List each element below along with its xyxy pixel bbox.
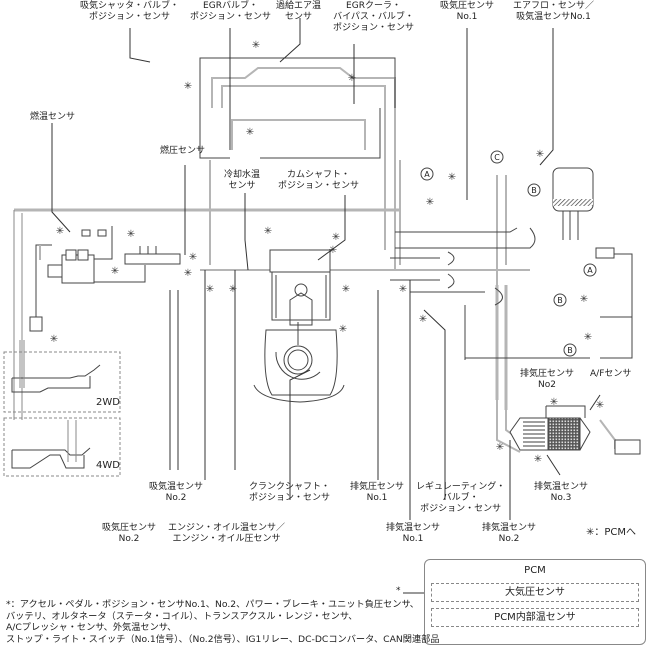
svg-text:✳: ✳ <box>536 149 544 160</box>
svg-text:✳: ✳ <box>127 229 135 240</box>
pcm-box: PCM 大気圧センサ PCM内部温センサ <box>424 559 646 645</box>
svg-text:✳: ✳ <box>329 245 337 256</box>
legend-pcm-asterisk: ✳：PCMへ <box>586 527 637 538</box>
marker-b-3: B <box>567 346 573 355</box>
connector-marker-letters: A C B A B B <box>424 153 593 355</box>
svg-text:✳: ✳ <box>50 334 58 345</box>
svg-text:✳: ✳ <box>419 314 427 325</box>
label-fuel-pressure-sensor: 燃圧センサ <box>160 146 206 156</box>
label-airflow-sensor-intake-temp-no1: エアフロ・センサ／ 吸気温センサNo.1 <box>513 1 595 22</box>
leader-lines <box>51 18 601 520</box>
catalyst-dpf <box>509 405 641 455</box>
svg-text:✳: ✳ <box>206 284 214 295</box>
svg-text:✳: ✳ <box>189 252 197 263</box>
marker-a-1: A <box>424 170 430 179</box>
svg-text:✳: ✳ <box>339 324 347 335</box>
label-af-sensor: A/Fセンサ <box>590 369 632 379</box>
footnote-line: *：アクセル・ペダル・ポジション・センサNo.1、No.2、パワー・ブレーキ・ユ… <box>6 599 419 610</box>
svg-text:✳: ✳ <box>184 268 192 279</box>
label-exhaust-temp-sensor-no3: 排気温センサ No.3 <box>534 482 589 503</box>
svg-text:✳: ✳ <box>580 294 588 305</box>
pcm-title: PCM <box>524 565 546 576</box>
svg-text:✳: ✳ <box>584 332 592 343</box>
svg-text:✳: ✳ <box>332 232 340 243</box>
svg-text:✳: ✳ <box>246 127 254 138</box>
pcm-internal-temp-sensor: PCM内部温センサ <box>431 608 639 627</box>
pcm-barometric-pressure-sensor: 大気圧センサ <box>431 583 639 602</box>
svg-text:✳: ✳ <box>534 454 542 465</box>
fuel-tank-2wd <box>3 340 121 413</box>
label-exhaust-pressure-sensor-no1: 排気圧センサ No.1 <box>350 482 405 503</box>
engine-block <box>253 249 345 403</box>
label-coolant-temp-sensor: 冷却水温 センサ <box>224 170 261 191</box>
footnote: *：アクセル・ペダル・ポジション・センサNo.1、No.2、パワー・ブレーキ・ユ… <box>6 599 440 645</box>
fuel-tank-4wd <box>3 417 121 477</box>
label-egr-cooler-bypass-valve-position-sensor: EGRクーラ・ バイパス・バルブ・ ポジション・センサ <box>333 1 415 33</box>
svg-text:✳: ✳ <box>426 197 434 208</box>
label-intake-pressure-sensor-no2: 吸気圧センサ No.2 <box>102 523 157 544</box>
marker-b-1: B <box>531 186 537 195</box>
svg-text:✳: ✳ <box>448 172 456 183</box>
pcm-asterisks: ✳ ✳ ✳ ✳ ✳ ✳ ✳ ✳ ✳ ✳ ✳ ✳ ✳ ✳ ✳ ✳ ✳ ✳ ✳ ✳ ✳ ✳ ✳ ✳ ✳ ✳ ✳ ✳ <box>50 40 604 465</box>
svg-text:✳: ✳ <box>264 226 272 237</box>
air-pipes <box>13 67 640 453</box>
svg-text:✳: ✳ <box>229 284 237 295</box>
label-engine-oil-temp-pressure-sensor: エンジン・オイル温センサ／ エンジン・オイル圧センサ <box>168 523 286 544</box>
marker-b-2: B <box>557 296 563 305</box>
svg-text:✳: ✳ <box>399 284 407 295</box>
connector-markers <box>420 150 597 357</box>
label-2wd: 2WD <box>96 397 120 408</box>
svg-text:✳: ✳ <box>252 40 260 51</box>
svg-text:✳: ✳ <box>342 284 350 295</box>
label-exhaust-pressure-sensor-no2: 排気圧センサ No2 <box>520 369 575 390</box>
marker-a-2: A <box>587 266 593 275</box>
label-crankshaft-position-sensor: クランクシャフト・ ポジション・センサ <box>249 482 331 503</box>
label-4wd: 4WD <box>96 460 120 471</box>
footnote-line: A/Cプレッシャ・センサ、外気温センサ、 <box>6 622 177 634</box>
fuel-pump-assembly <box>29 226 181 332</box>
label-egr-valve-position-sensor: EGRバルブ・ ポジション・センサ <box>190 1 272 22</box>
label-regulating-valve-position-sensor: レギュレーティング・ バルブ・ ポジション・センサ <box>416 482 506 514</box>
label-intake-temp-sensor-no2: 吸気温センサ No.2 <box>149 482 204 503</box>
svg-text:✳: ✳ <box>184 81 192 92</box>
frame-lines <box>199 57 633 360</box>
svg-text:✳: ✳ <box>496 442 504 453</box>
label-camshaft-position-sensor: カムシャフト・ ポジション・センサ <box>278 170 360 191</box>
label-intake-shutter-valve-position-sensor: 吸気シャッタ・バルブ・ ポジション・センサ <box>80 1 180 22</box>
label-exhaust-temp-sensor-no1: 排気温センサ No.1 <box>386 523 441 544</box>
svg-text:✳: ✳ <box>111 266 119 277</box>
marker-c-1: C <box>494 153 500 162</box>
footnote-line: バッテリ、オルタネータ（ステータ・コイル）、トランスアクスル・レンジ・センサ、 <box>6 610 358 622</box>
label-exhaust-temp-sensor-no2: 排気温センサ No.2 <box>482 523 537 544</box>
svg-text:✳: ✳ <box>550 397 558 408</box>
svg-text:✳: ✳ <box>348 73 356 84</box>
label-boost-air-temp-sensor: 過給エア温 センサ <box>276 1 322 22</box>
footnote-line: ストップ・ライト・スイッチ（No.1信号）、（No.2信号）、IG1リレー、DC… <box>6 633 440 645</box>
svg-text:✳: ✳ <box>596 400 604 411</box>
label-intake-pressure-sensor-no1: 吸気圧センサ No.1 <box>440 1 495 22</box>
label-fuel-temp-sensor: 燃温センサ <box>30 112 76 122</box>
svg-text:✳: ✳ <box>56 226 64 237</box>
pcm-input-marker: * <box>396 586 401 596</box>
